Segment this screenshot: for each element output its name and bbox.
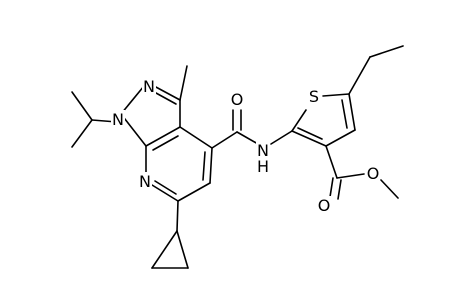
bond-n2-c3-double [155,92,177,105]
bond-c7a-c3a-double [152,135,179,151]
bond-oalk-me [380,179,399,199]
atom-n1-label: N [112,110,124,129]
bond-c6-n7 [151,184,179,202]
bond-c2-s [291,109,307,132]
atom-labels: N N N O N H S O O [111,77,380,215]
bond-c3t-c2-double [297,127,323,140]
bond-c4t-c3t [325,129,356,147]
bond-c5t-c4t-double [341,99,348,129]
bonds [71,45,404,269]
bond-c3a-c4 [179,126,213,149]
atom-nh: N H [256,141,270,176]
bond-c3t-c2 [291,130,327,147]
bond-c4-c5 [209,147,213,184]
atom-n2: N [142,77,156,96]
bond-n2-c3 [153,85,181,101]
bond-c6-n7-double [154,180,177,195]
bond-c7a-n1 [120,113,147,147]
bond-c5-c6 [177,182,211,202]
atom-nh-n-label: N [257,141,269,160]
bond-cester-o [329,177,334,198]
atom-n2-label: N [143,77,155,96]
bond-c5t-ch2 [348,56,371,95]
bond-c3a-c7a [145,126,181,147]
bond-ch2-ch3 [369,45,404,58]
atom-o-ester-label: O [367,164,380,183]
bond-c6-cp [176,200,179,232]
atom-s: S [307,87,321,106]
bond-c3-methyl [179,65,188,101]
bond-c3t-cester [325,145,338,179]
bond-cester-oalk [336,173,365,179]
bond-camide-n [236,131,259,145]
bond-c4-camide [211,131,238,149]
bond-cester-o-double [337,179,342,200]
bond-n1-n2 [120,85,145,115]
bond-s-c5t [322,93,350,97]
bond-n-thiophene [270,130,293,145]
atom-o-amide: O [230,90,244,109]
atom-o-amide-label: O [231,90,244,109]
atom-n1: N [111,110,125,129]
bond-ch-me1 [71,91,93,121]
atom-o-carbonyl: O [317,196,331,215]
atom-n7-label: N [139,172,151,191]
bond-cp-a [151,230,178,269]
atom-n7: N [138,172,152,191]
atom-nh-h-label: H [257,157,269,176]
bond-ch-me2 [71,119,93,148]
atom-s-label: S [309,87,319,106]
atom-o-ester: O [366,164,380,183]
bond-cp-b [176,230,189,269]
bond-c4-c5-double [202,151,206,181]
bond-c5t-c4t [348,93,356,131]
atom-o-carbonyl-label: O [318,196,331,215]
